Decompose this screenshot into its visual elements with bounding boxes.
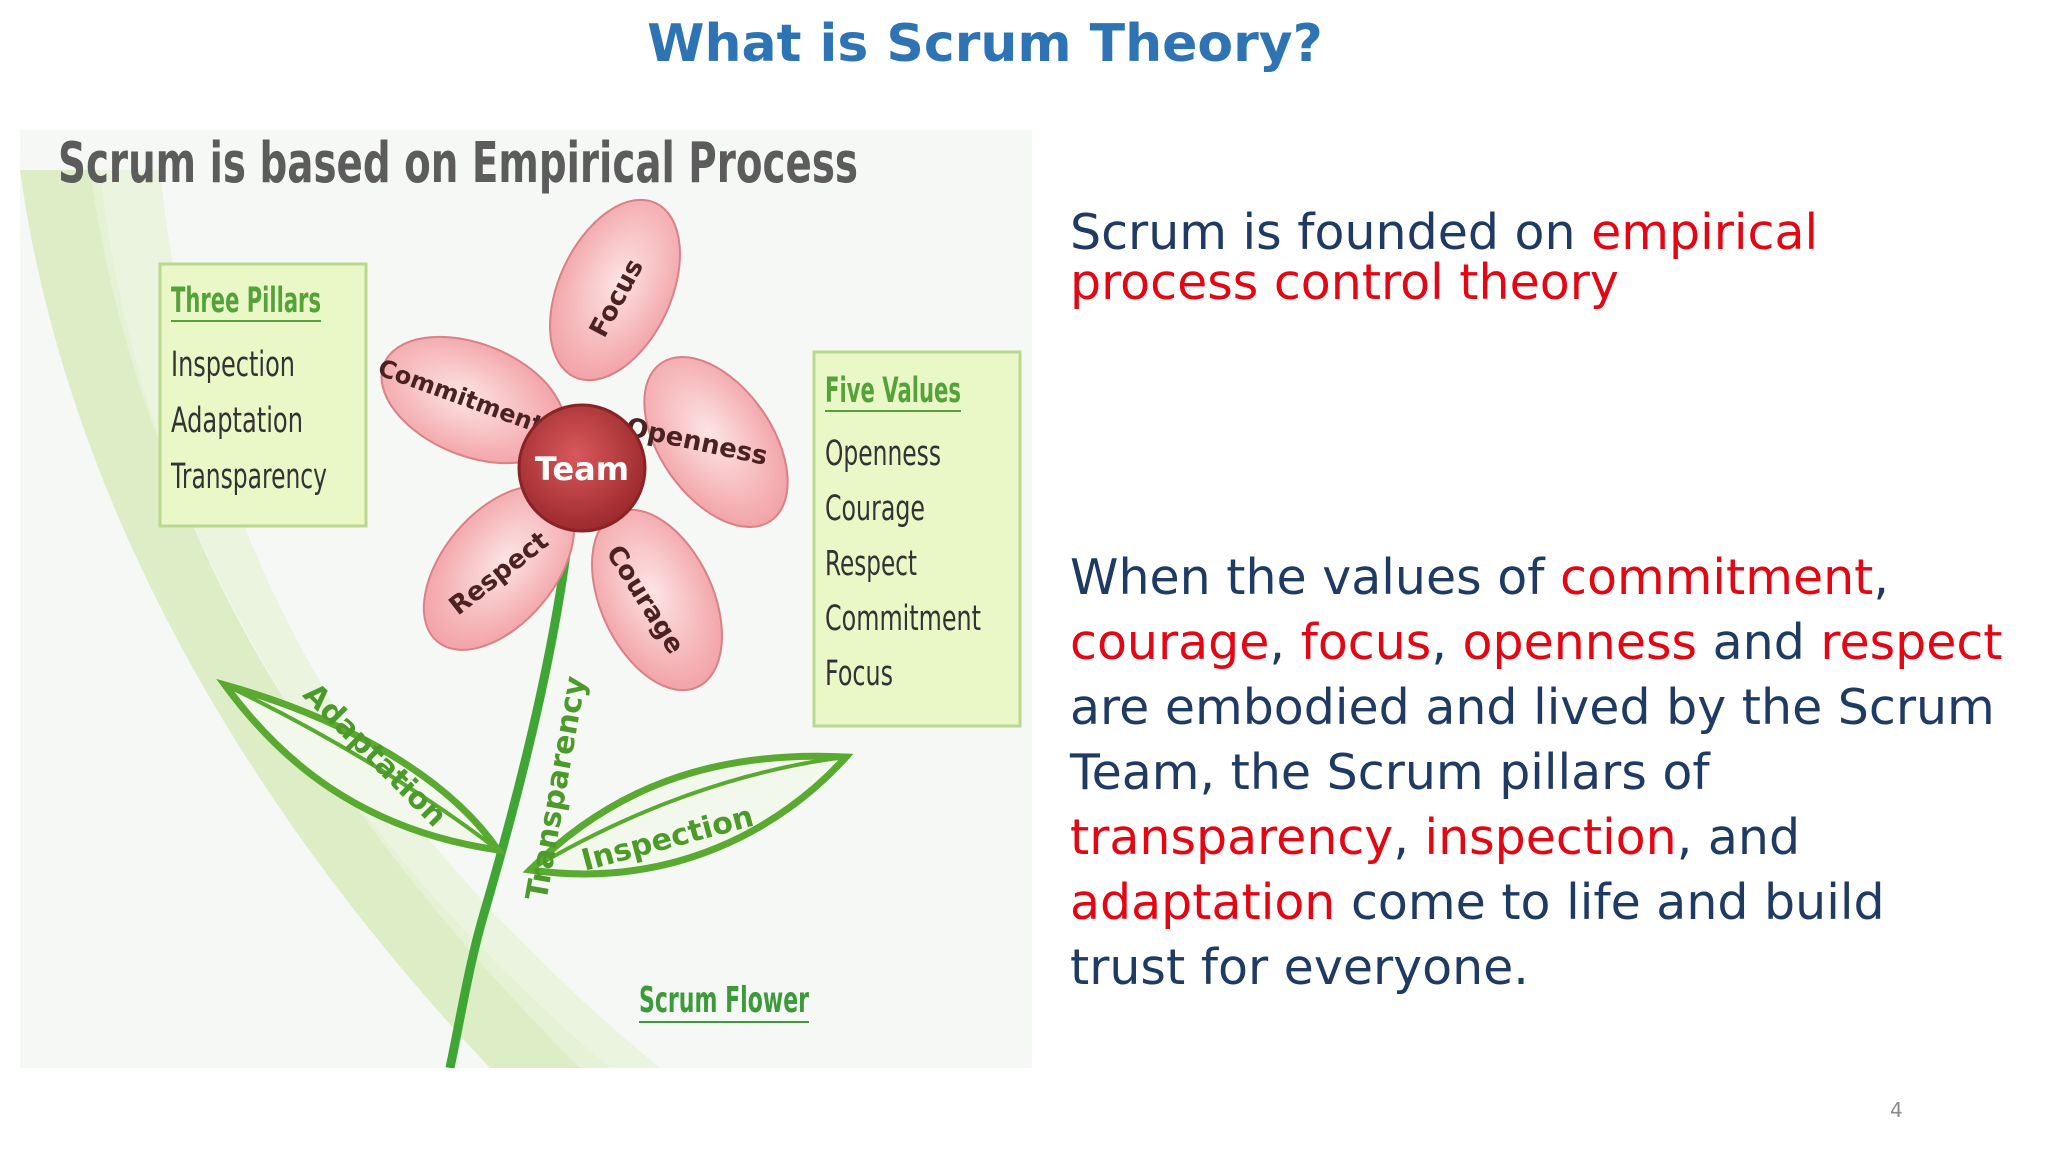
pillar-item: Inspection	[171, 345, 295, 385]
value-respect: respect	[1820, 614, 2003, 671]
leaf-left-vein	[224, 683, 500, 852]
value-item: Commitment	[825, 599, 981, 639]
paragraph-text: ,	[1393, 809, 1425, 866]
pillar-inspection: inspection	[1424, 809, 1677, 866]
petal-focus	[549, 198, 681, 382]
five-values-box	[812, 350, 1022, 728]
background-sweep	[20, 170, 610, 1068]
pillar-item: Transparency	[170, 457, 327, 497]
value-item: Respect	[825, 544, 917, 584]
background-sweep-inner	[90, 170, 660, 1068]
scrum-flower-figure: Scrum is based on Empirical Process Thre…	[20, 130, 1032, 1068]
highlight-text: empirical process control theory	[1070, 204, 1819, 311]
three-pillars-title: Three Pillars	[171, 281, 321, 321]
slide-title: What is Scrum Theory?	[647, 14, 1323, 74]
value-courage: courage	[1070, 614, 1270, 671]
paragraph-text: are embodied and lived by the Scrum Team…	[1070, 679, 1995, 801]
value-item: Courage	[825, 489, 925, 529]
five-values-title: Five Values	[825, 371, 961, 411]
value-commitment: commitment	[1560, 549, 1874, 606]
value-focus: focus	[1300, 614, 1432, 671]
paragraph-text: ,	[1431, 614, 1463, 671]
scrum-flower-caption: Scrum Flower	[639, 980, 809, 1021]
pillar-adaptation: adaptation	[1070, 874, 1336, 931]
three-pillars-box	[158, 262, 368, 528]
paragraph-text: ,	[1269, 614, 1301, 671]
paragraph-text: and	[1697, 614, 1821, 671]
flower-stem	[445, 529, 574, 1068]
leaf-right-vein	[528, 755, 847, 872]
paragraph-text: , and	[1676, 809, 1801, 866]
paragraph-values-pillars: When the values of commitment, courage , …	[1070, 545, 2010, 1000]
team-label: Team	[535, 450, 629, 488]
pillar-item: Adaptation	[171, 401, 303, 441]
value-openness: openness	[1462, 614, 1698, 671]
page-number: 4	[1890, 1098, 1903, 1122]
paragraph-text: When the values of	[1070, 549, 1561, 606]
figure-heading: Scrum is based on Empirical Process	[58, 131, 858, 196]
paragraph-text: come to life and build trust for everyon…	[1070, 874, 1885, 996]
pillar-transparency: transparency	[1070, 809, 1394, 866]
value-item: Focus	[825, 654, 893, 694]
petal-openness	[643, 356, 789, 528]
paragraph-empirical: Scrum is founded on empirical process co…	[1070, 208, 2010, 308]
team-center	[517, 403, 647, 533]
paragraph-text: Scrum is founded on	[1070, 204, 1592, 261]
scrum-flower-illustration: Scrum is based on Empirical Process Thre…	[20, 131, 1022, 1068]
value-item: Openness	[825, 434, 941, 474]
paragraph-text: ,	[1873, 549, 1889, 606]
